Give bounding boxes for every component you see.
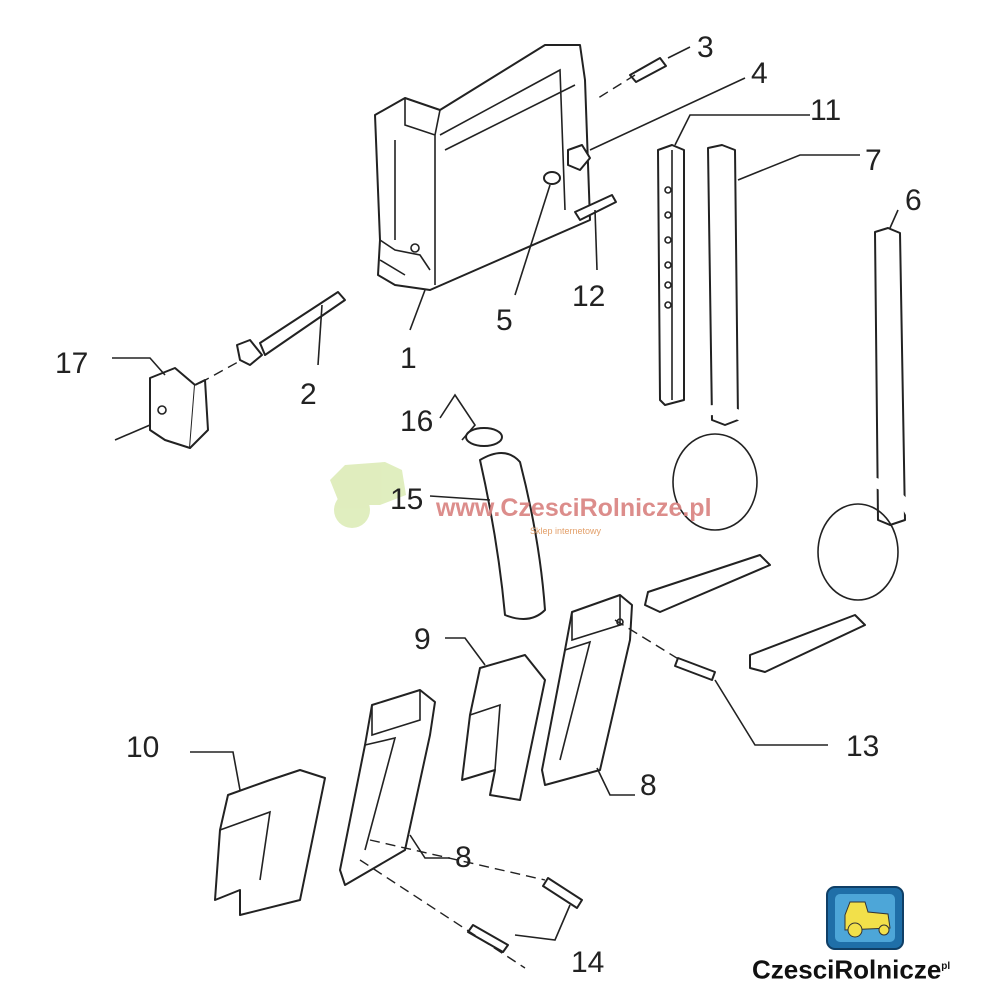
- label-part-14: 14: [571, 946, 604, 979]
- part-17-clamp: [149, 367, 209, 449]
- part-8-shoe-upper: [541, 594, 633, 786]
- label-part-15: 15: [390, 483, 423, 516]
- part-3-bolt: [629, 57, 667, 83]
- brand-logo-text: CzesciRolniczepl: [752, 952, 950, 985]
- brand-suffix: pl: [941, 961, 951, 972]
- label-part-4: 4: [751, 57, 768, 90]
- label-part-11: 11: [810, 94, 841, 127]
- label-part-9: 9: [414, 623, 431, 656]
- part-13-pin: [674, 657, 716, 681]
- part-4-nut: [567, 144, 591, 171]
- part-16-clip: [465, 427, 503, 447]
- watermark-url: www.CzesciRolnicze.pl: [436, 494, 712, 522]
- part-9-plate: [461, 654, 546, 801]
- label-part-8-lower: 8: [455, 841, 472, 874]
- part-7-spring-tine: [644, 144, 785, 613]
- part-15-hose: [479, 452, 546, 620]
- part-1-frame: [374, 44, 591, 291]
- part-14-pin-a: [542, 877, 583, 909]
- leader-lines: [112, 46, 899, 941]
- label-part-10: 10: [126, 731, 159, 764]
- watermark-tractor-icon: [330, 462, 406, 528]
- brand-logo-icon: [826, 886, 904, 950]
- label-part-5: 5: [496, 304, 513, 337]
- part-5-washer: [543, 171, 561, 185]
- label-part-2: 2: [300, 378, 317, 411]
- label-part-1: 1: [400, 342, 417, 375]
- part-2-bolt: [236, 291, 346, 366]
- brand-name: CzesciRolnicze: [752, 954, 942, 985]
- part-11-bar: [657, 144, 685, 406]
- part-6-spring-tine: [749, 227, 925, 673]
- part-14-pin-b: [467, 924, 509, 953]
- label-part-17: 17: [55, 347, 88, 380]
- part-10-plate: [214, 769, 326, 916]
- part-8-shoe-lower: [339, 689, 436, 886]
- label-part-7: 7: [865, 144, 882, 177]
- label-part-8-upper: 8: [640, 769, 657, 802]
- watermark-tagline: Sklep internetowy: [530, 526, 602, 536]
- label-part-13: 13: [846, 730, 879, 763]
- label-part-16: 16: [400, 405, 433, 438]
- part-12-pin: [574, 194, 617, 221]
- label-part-3: 3: [697, 31, 714, 64]
- label-part-12: 12: [572, 280, 605, 313]
- label-part-6: 6: [905, 184, 922, 217]
